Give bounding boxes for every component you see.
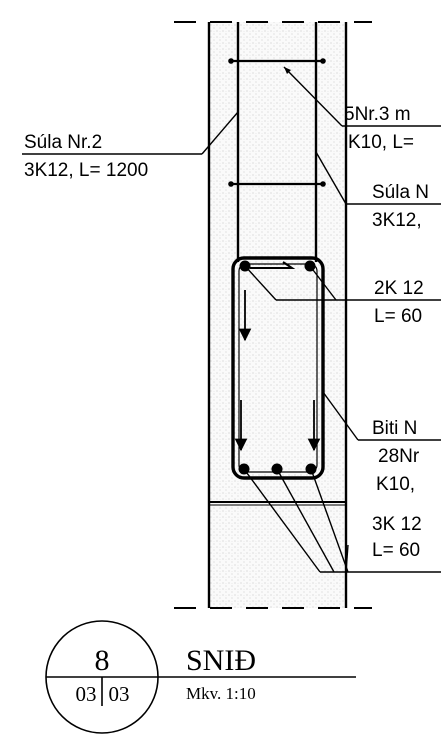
- section-title: SNIÐ: [186, 644, 256, 677]
- label-stirrup-spec: K10, L=: [348, 132, 414, 153]
- column-outline: [174, 21, 372, 609]
- label-sula2-name: Súla Nr.2: [24, 132, 102, 153]
- label-beam-spec: K10,: [376, 474, 415, 495]
- label-bottom-bars-name: 3K 12: [372, 514, 422, 535]
- title-block: 8 03 03 SNIÐ Mkv. 1:10: [45, 620, 356, 734]
- label-sula2-spec: 3K12, L= 1200: [24, 160, 148, 181]
- column-rebar: [228, 22, 326, 262]
- leader-lines: [22, 66, 441, 573]
- label-top-bars-spec: L= 60: [374, 306, 422, 327]
- sheet-number-left: 03: [76, 682, 97, 706]
- label-beam-stirrups: 28Nr: [378, 446, 420, 467]
- label-stirrup-name: 5Nr.3 m: [344, 104, 411, 125]
- top-edge-text: 3C: [436, 2, 441, 28]
- label-sula-right-spec: 3K12,: [372, 210, 422, 231]
- label-top-bars-name: 2K 12: [374, 278, 424, 299]
- sheet-number-right: 03: [109, 682, 130, 706]
- section-number: 8: [95, 644, 110, 677]
- label-sula-right-name: Súla N: [372, 182, 429, 203]
- label-beam-name: Biti N: [372, 418, 417, 439]
- label-bottom-bars-spec: L= 60: [372, 540, 420, 561]
- arrow-head: [284, 67, 291, 74]
- scale-label: Mkv. 1:10: [186, 684, 256, 703]
